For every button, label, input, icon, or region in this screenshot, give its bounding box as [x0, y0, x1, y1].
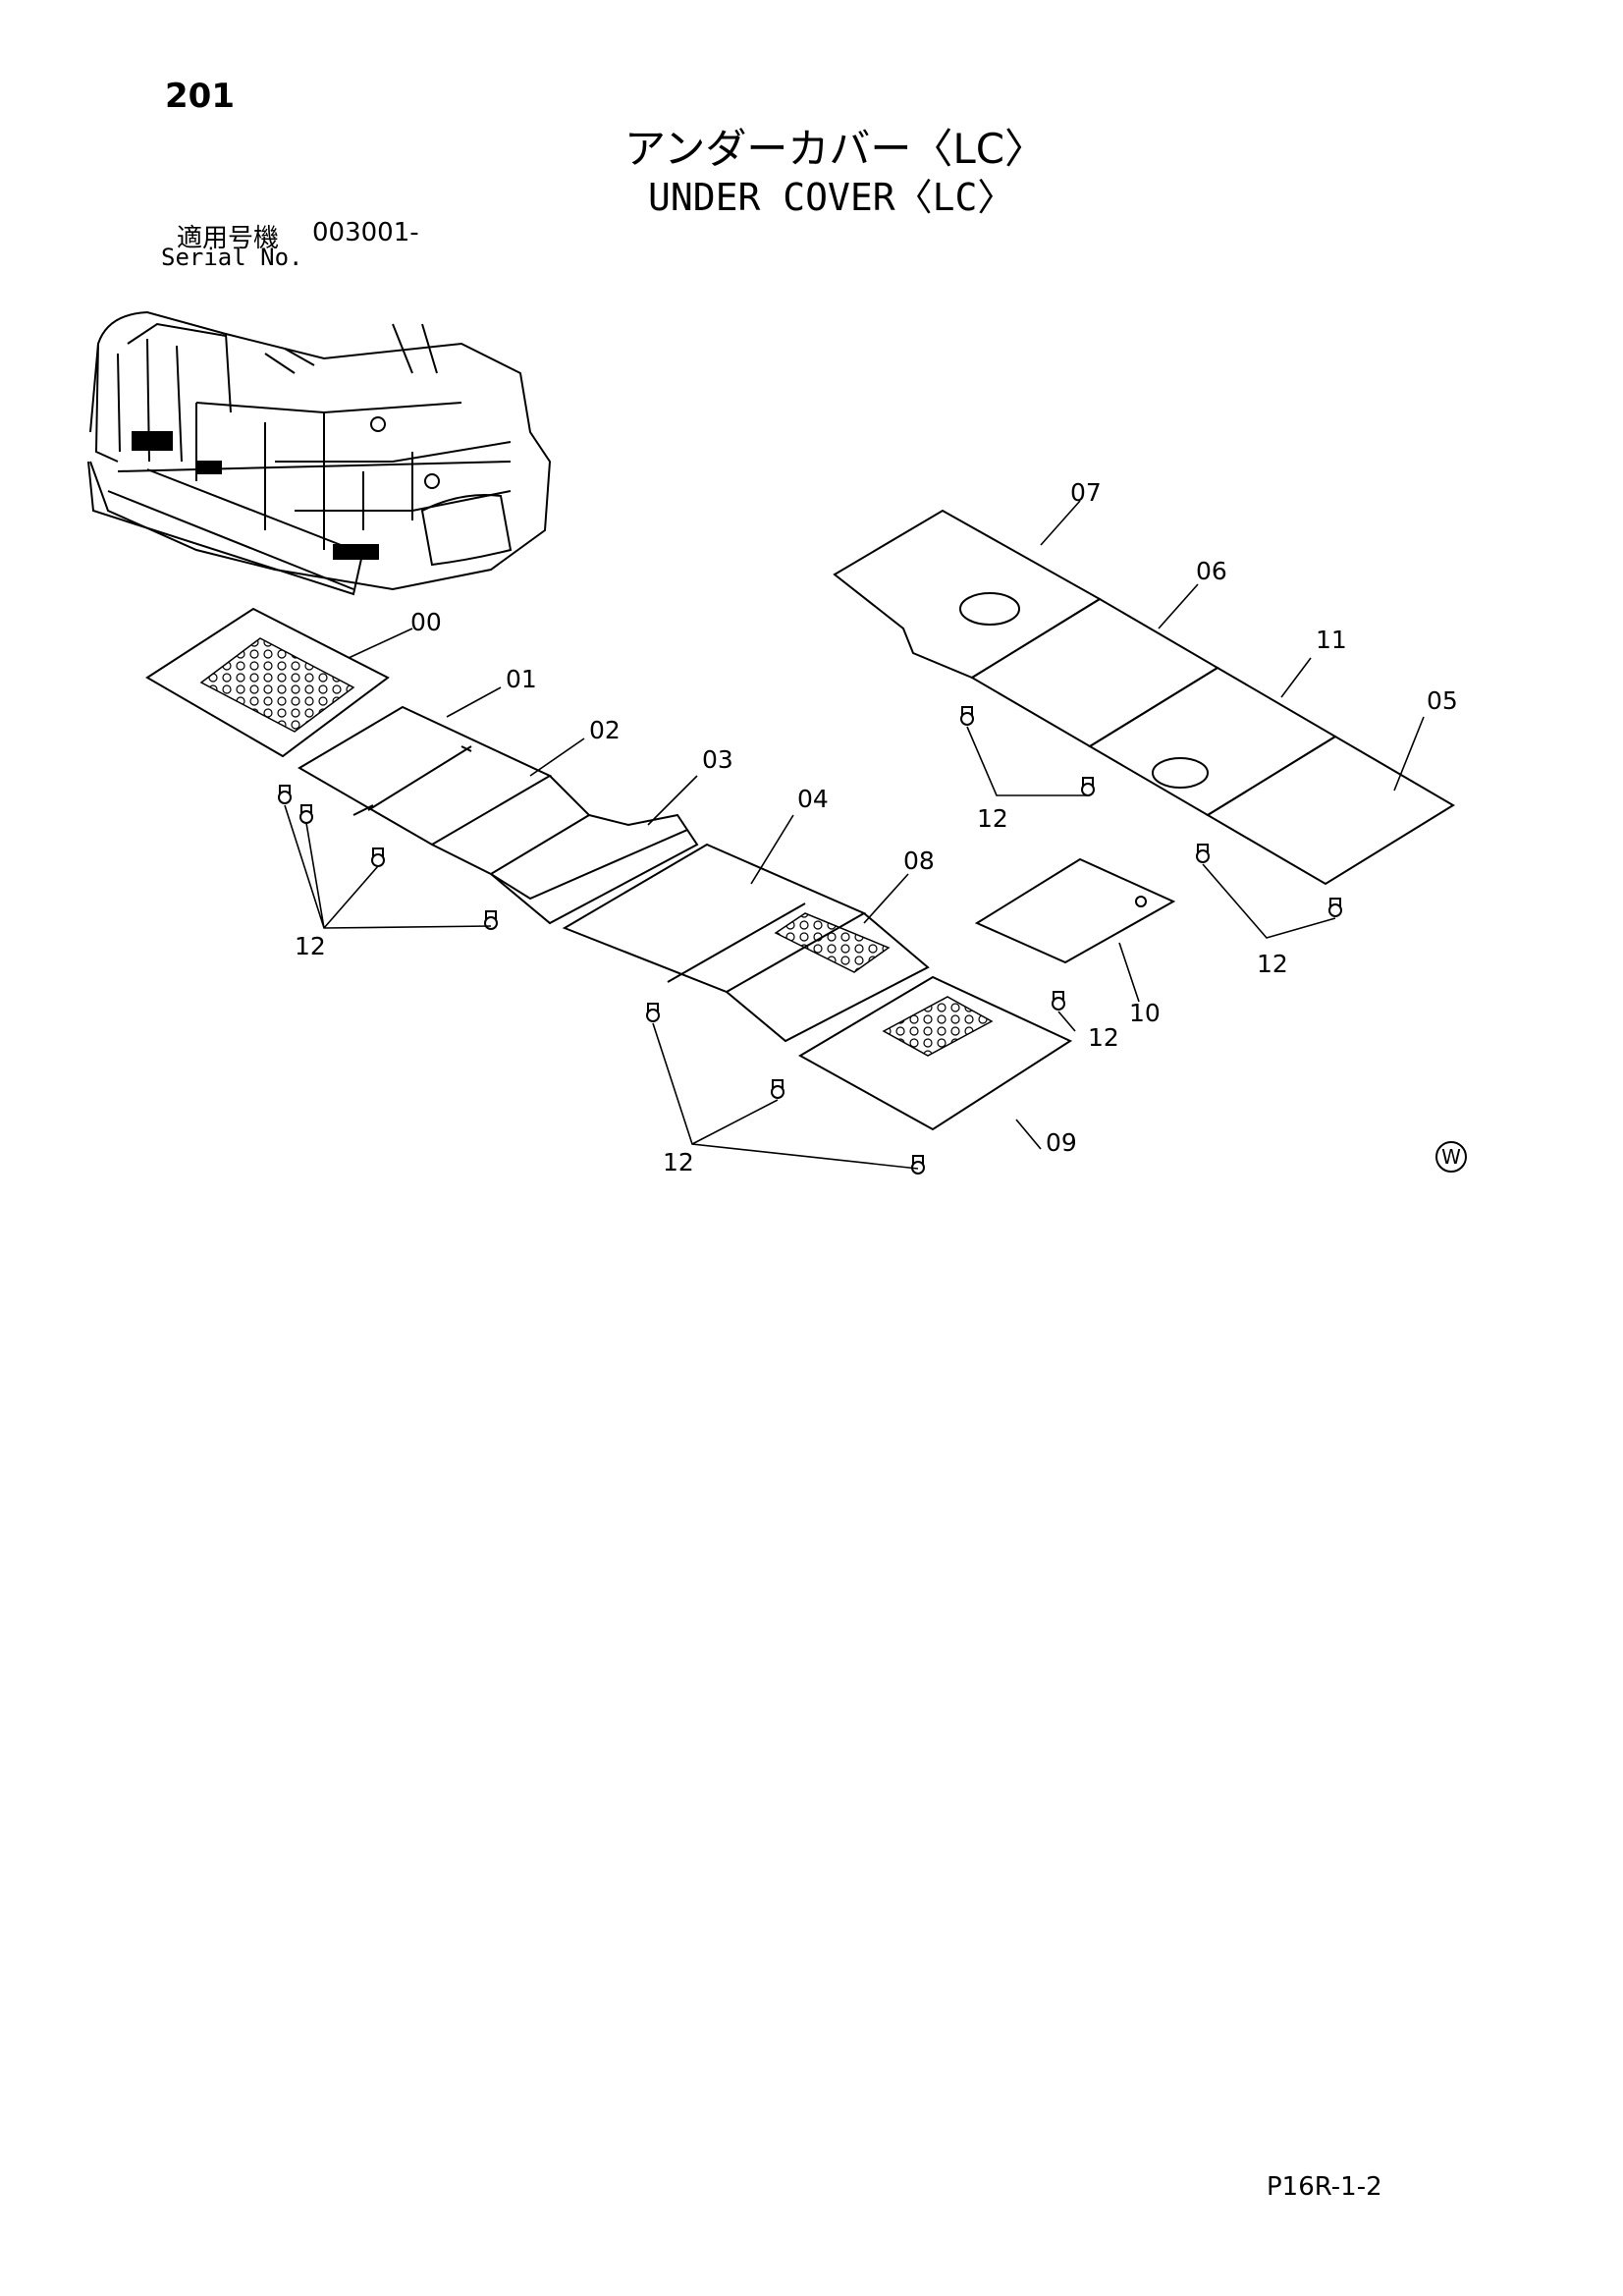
cover-00	[145, 607, 390, 758]
cover-01-02	[298, 705, 591, 876]
callout-12: 12	[977, 804, 1008, 833]
callout-04: 04	[797, 785, 829, 813]
callout-12: 12	[1257, 950, 1288, 978]
callout-11: 11	[1316, 626, 1347, 654]
cover-10	[974, 857, 1176, 964]
cover-03	[490, 813, 699, 925]
title-english: UNDER COVER〈LC〉	[648, 176, 1015, 219]
w-mark: W	[1435, 1141, 1467, 1173]
serial-label-english: Serial No.	[161, 244, 303, 271]
callout-05: 05	[1427, 686, 1458, 715]
cover-04-08	[562, 843, 930, 1043]
cover-06-11	[970, 597, 1337, 817]
callout-03: 03	[702, 745, 733, 774]
title-japanese: アンダーカバー〈LC〉	[624, 125, 1047, 173]
serial-label-japanese: 適用号機	[177, 224, 280, 253]
callout-12: 12	[1088, 1023, 1119, 1052]
callout-08: 08	[903, 847, 935, 875]
cover-07	[833, 509, 1102, 680]
drawing-code: P16R-1-2	[1267, 2172, 1382, 2202]
cover-05	[1206, 735, 1455, 886]
page-number: 201	[165, 77, 235, 116]
callout-09: 09	[1046, 1128, 1077, 1157]
callout-10: 10	[1129, 999, 1161, 1027]
cover-09	[797, 975, 1073, 1131]
callout-06: 06	[1196, 557, 1227, 585]
callout-00: 00	[410, 608, 442, 636]
callout-labels: 00 01 02 03 04 05 06 07 08 09 10 11 12 1…	[295, 478, 1458, 1176]
callout-02: 02	[589, 716, 621, 744]
callout-12: 12	[663, 1148, 694, 1176]
leader-lines	[284, 500, 1425, 1170]
machine-overview-illustration	[87, 310, 552, 596]
serial-number-value: 003001-	[312, 218, 419, 247]
callout-07: 07	[1070, 478, 1102, 507]
callout-01: 01	[506, 665, 537, 693]
callout-12: 12	[295, 932, 326, 960]
